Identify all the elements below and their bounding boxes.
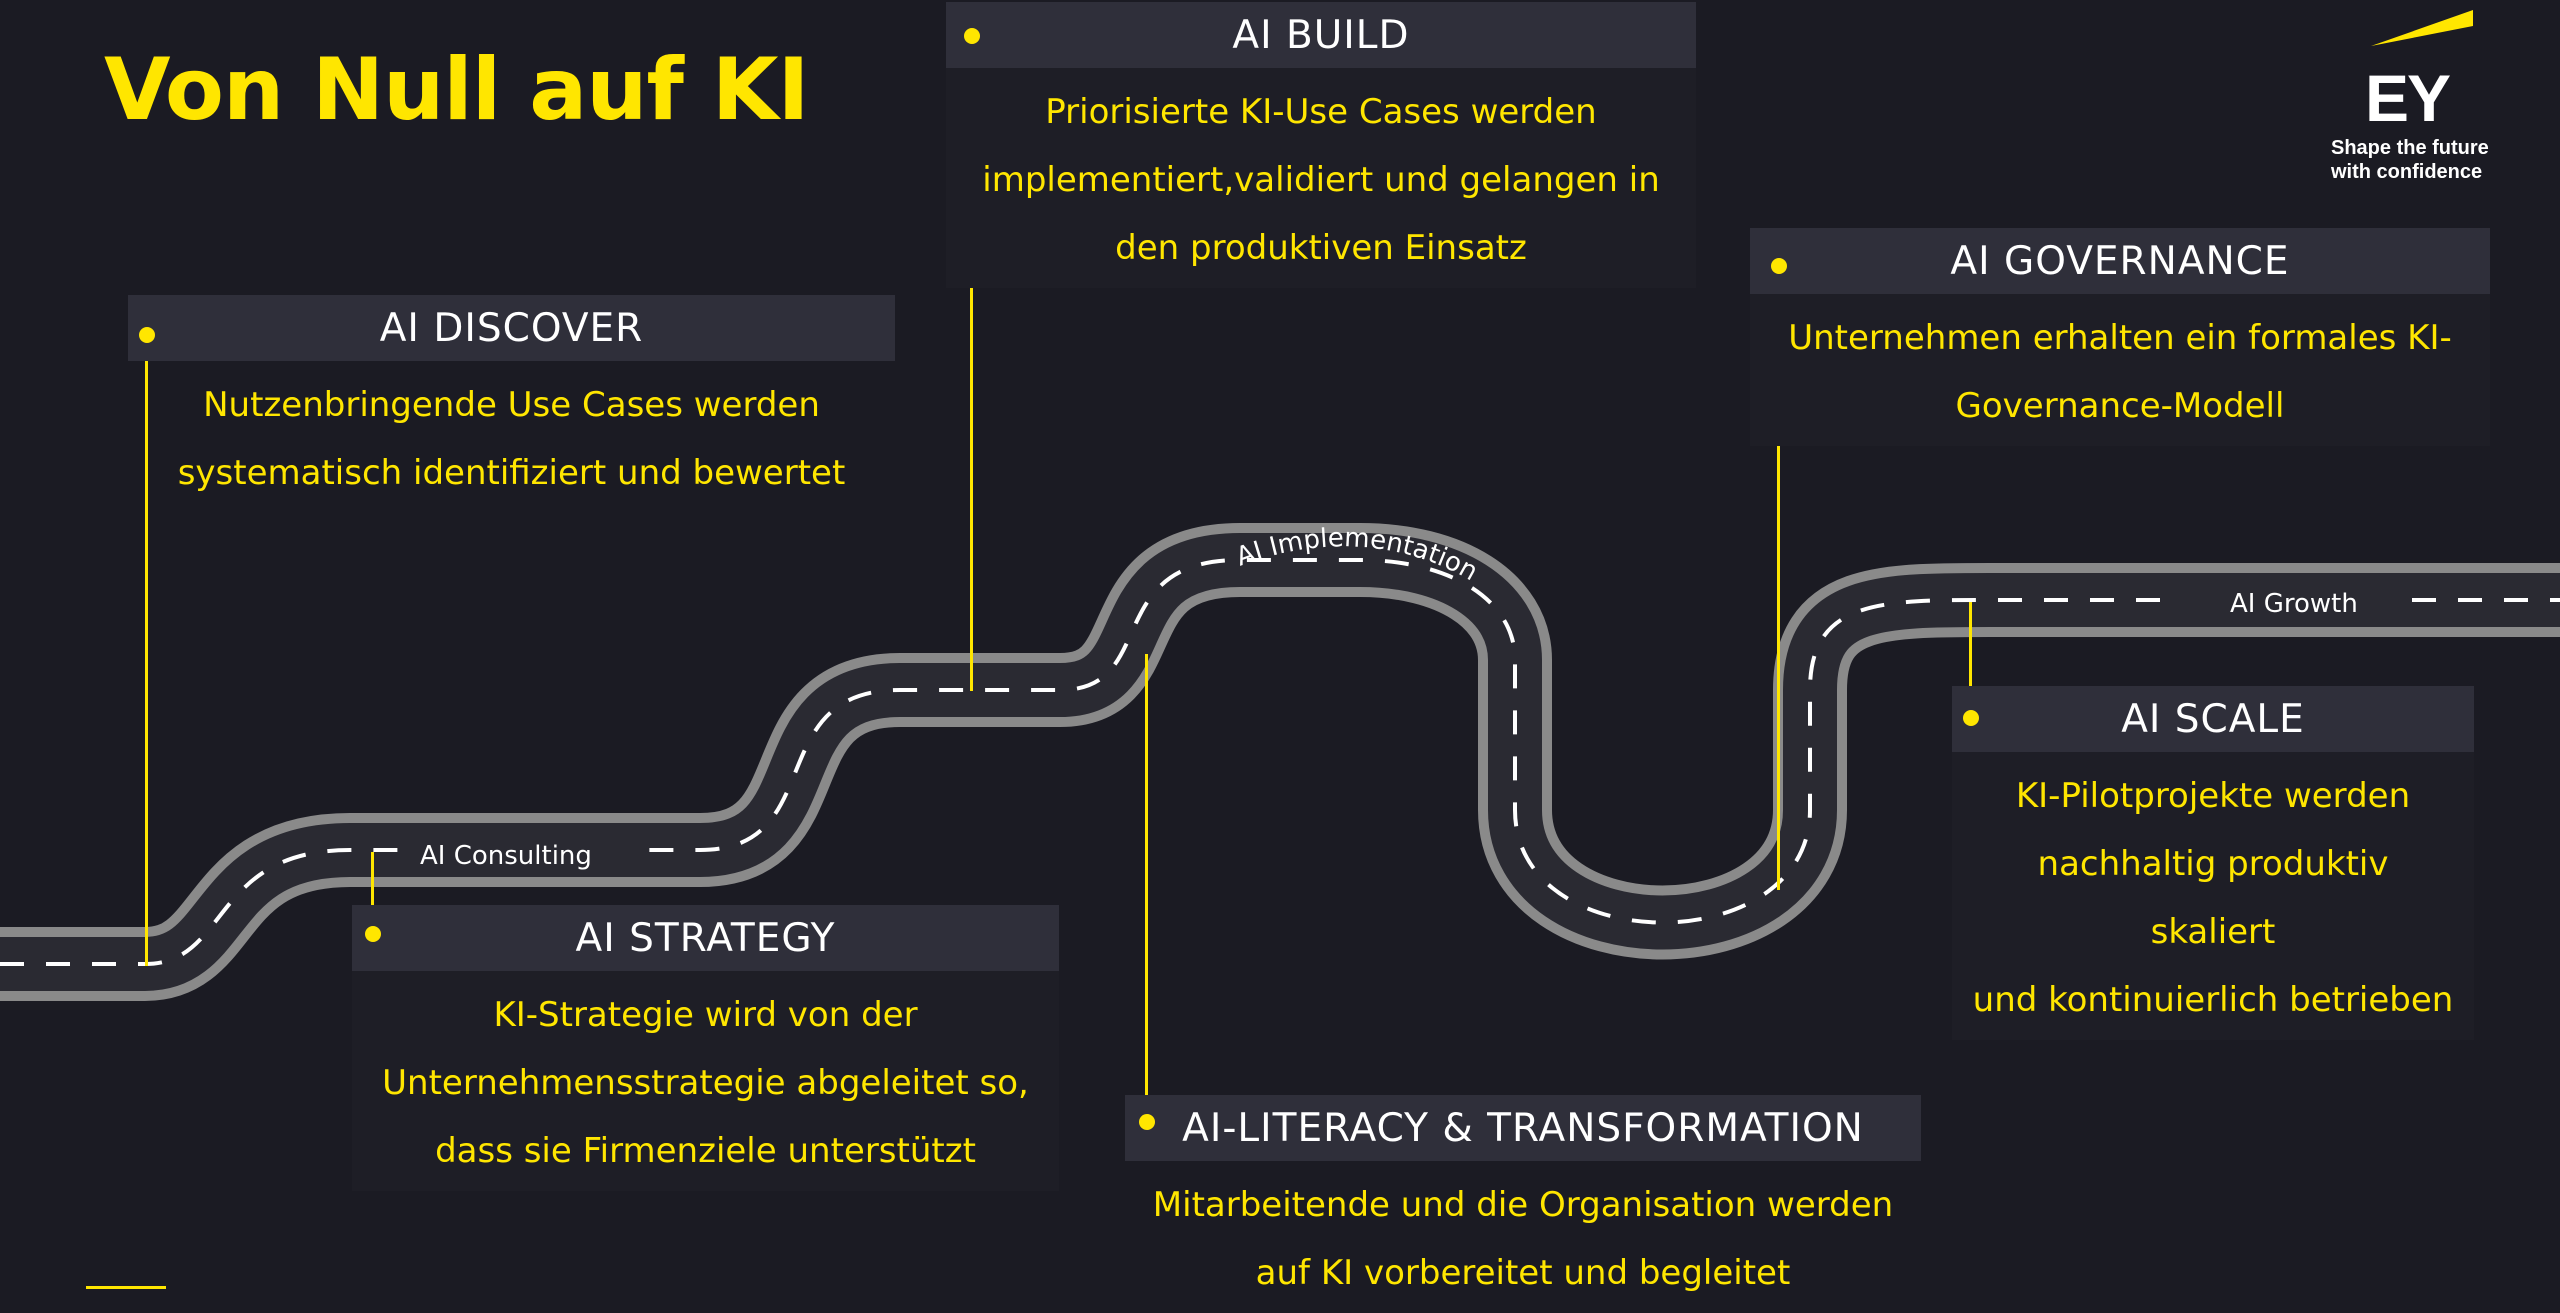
logo-tagline: Shape the future with confidence (2331, 137, 2489, 183)
card-description: Priorisierte KI-Use Cases werden impleme… (946, 68, 1696, 288)
connector-literacy (1145, 654, 1148, 1124)
card-description: KI-Pilotprojekte werden nachhaltig produ… (1952, 752, 2474, 1040)
marker-dot-discover (139, 327, 155, 343)
connector-discover (145, 336, 148, 966)
card-discover: AI DISCOVER Nutzenbringende Use Cases we… (128, 295, 895, 513)
road-label-growth: AI Growth (2230, 589, 2358, 619)
logo-beam-icon (2371, 10, 2473, 46)
card-description: Unternehmen erhalten ein formales KI- Go… (1750, 294, 2490, 446)
consulting-label-bg (400, 834, 640, 868)
card-literacy: AI-LITERACY & TRANSFORMATION Mitarbeiten… (1125, 1095, 1921, 1313)
connector-governance (1777, 266, 1780, 890)
card-title: AI GOVERNANCE (1750, 228, 2490, 294)
card-title: AI SCALE (1952, 686, 2474, 752)
card-description: Nutzenbringende Use Cases werden systema… (177, 385, 846, 493)
card-description: Mitarbeitende und die Organisation werde… (1152, 1185, 1894, 1293)
card-title: AI BUILD (946, 2, 1696, 68)
card-scale: AI SCALE KI-Pilotprojekte werden nachhal… (1952, 686, 2474, 1040)
card-strategy: AI STRATEGY KI-Strategie wird von der Un… (352, 905, 1059, 1191)
marker-dot-strategy (365, 926, 381, 942)
connector-scale (1969, 602, 1972, 718)
marker-dot-build (964, 28, 980, 44)
card-title: AI STRATEGY (352, 905, 1059, 971)
road-label-consulting: AI Consulting (420, 841, 592, 871)
card-description: KI-Strategie wird von der Unternehmensst… (352, 971, 1059, 1191)
marker-dot-governance (1771, 258, 1787, 274)
footer-accent-line (86, 1286, 166, 1289)
growth-label-bg (2160, 586, 2400, 616)
card-build: AI BUILD Priorisierte KI-Use Cases werde… (946, 2, 1696, 288)
card-governance: AI GOVERNANCE Unternehmen erhalten ein f… (1750, 228, 2490, 446)
marker-dot-literacy (1139, 1114, 1155, 1130)
ey-logo: EY Shape the future with confidence (2325, 8, 2525, 198)
card-title: AI DISCOVER (128, 295, 895, 361)
connector-strategy (371, 852, 374, 936)
card-title: AI-LITERACY & TRANSFORMATION (1125, 1095, 1921, 1161)
marker-dot-scale (1963, 710, 1979, 726)
page-title: Von Null auf KI (104, 40, 809, 140)
logo-brand: EY (2365, 61, 2451, 135)
connector-build (970, 36, 973, 691)
